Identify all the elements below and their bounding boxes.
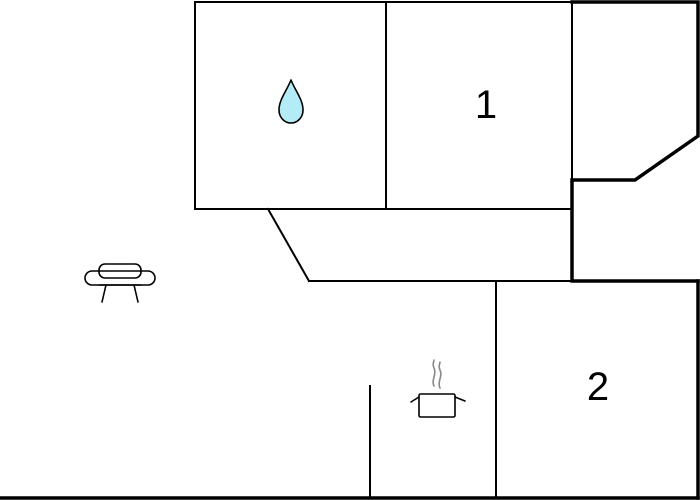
cooking-pot-icon bbox=[410, 359, 466, 418]
water-drop-icon bbox=[278, 79, 304, 124]
room-label-bedroom-1: 1 bbox=[475, 83, 497, 127]
walls-thin bbox=[194, 1, 573, 499]
room-label-bedroom-2: 2 bbox=[587, 365, 609, 409]
wall-exterior-top-right bbox=[570, 0, 700, 283]
wall-hall-diagonal bbox=[266, 207, 311, 283]
sofa-icon bbox=[84, 263, 156, 303]
